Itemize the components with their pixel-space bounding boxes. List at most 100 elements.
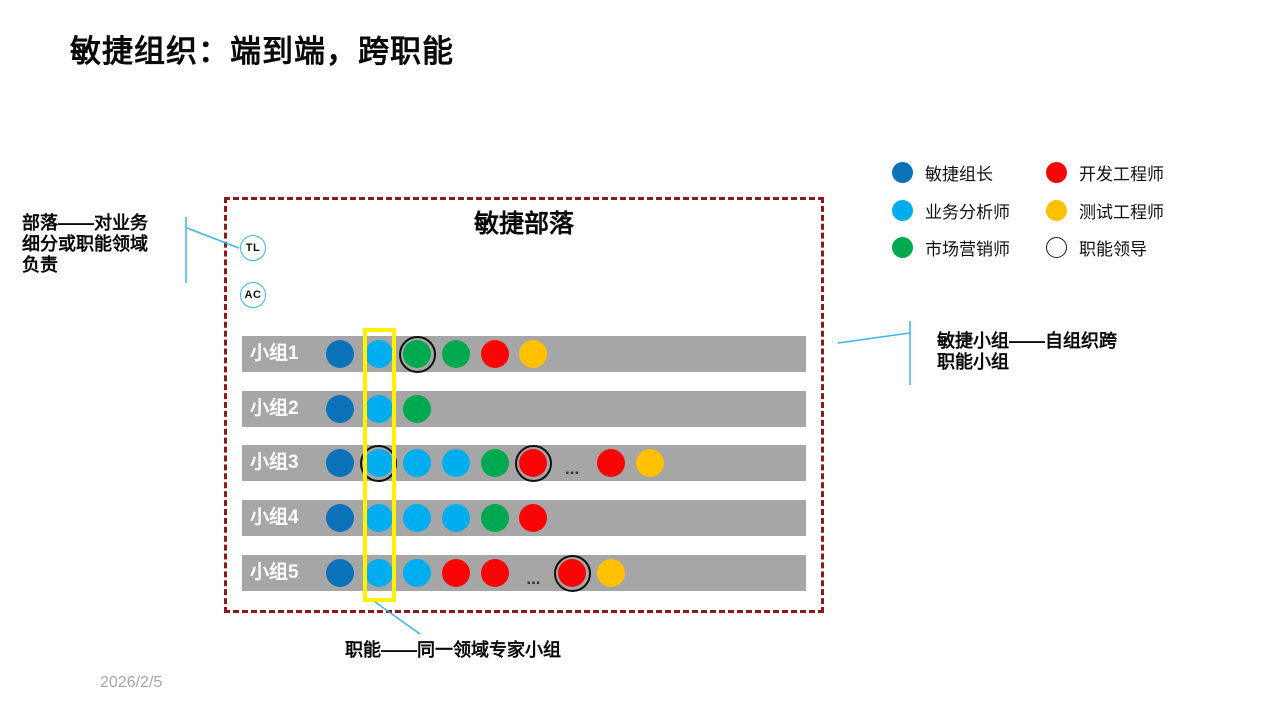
team-bar: 小组2 [242, 391, 806, 427]
agile-lead-dot-icon [326, 559, 354, 587]
functional-leader-ring-icon [398, 335, 436, 373]
business-analyst-dot-icon [403, 559, 432, 587]
team-bar: 小组5... [242, 554, 806, 592]
tester-dot-icon [635, 449, 664, 477]
member-dots: ... [326, 444, 664, 482]
legend-label: 市场营销师 [925, 240, 1010, 260]
member-dot [403, 395, 432, 423]
team-callout-diagonal-line [837, 332, 911, 344]
business-analyst-dot-icon [364, 395, 393, 423]
tribe-note: 部落——对业务 细分或职能领域 负责 [22, 213, 148, 275]
member-dot [519, 340, 548, 368]
member-dot [326, 449, 354, 477]
legend-item: 敏捷组长 [892, 160, 1046, 185]
member-dot [442, 559, 471, 587]
developer-dot-icon [480, 340, 509, 368]
developer-dot-icon [514, 444, 552, 482]
agile-lead-dot-icon [326, 395, 354, 423]
member-dot [326, 340, 354, 368]
team-label: 小组2 [250, 398, 299, 419]
team-note: 敏捷小组——自组织跨 职能小组 [937, 331, 1117, 372]
developer-dot-icon [519, 504, 548, 532]
member-dot [364, 559, 393, 587]
tribe-title: 敏捷部落 [473, 210, 574, 238]
marketing-dot-icon [480, 504, 509, 532]
member-dots [326, 395, 432, 423]
member-dot [596, 559, 625, 587]
ac-badge: AC [240, 282, 266, 308]
developer-dot-icon [442, 559, 471, 587]
developer-dot-icon [553, 554, 591, 592]
tester-dot-icon [596, 559, 625, 587]
member-dots: ... [326, 554, 625, 592]
marketing-dot-icon [892, 237, 913, 259]
member-dot [403, 504, 432, 532]
marketing-dot-icon [398, 335, 436, 373]
member-dot [442, 340, 471, 368]
member-dot [480, 449, 509, 477]
team-label: 小组5 [250, 562, 299, 583]
agile-lead-dot-icon [326, 340, 354, 368]
functional-leader-ring-icon [553, 554, 591, 592]
member-dot [596, 449, 625, 477]
slide-date: 2026/2/5 [100, 674, 163, 691]
member-dot [442, 449, 471, 477]
legend-label: 开发工程师 [1079, 165, 1164, 185]
legend: 敏捷组长 开发工程师业务分析师 测试工程师市场营销师 职能领导 [892, 154, 1246, 267]
functional-leader-ring-icon [360, 444, 398, 482]
legend-item: 职能领导 [1046, 235, 1246, 260]
legend-item: 测试工程师 [1046, 198, 1246, 223]
tester-dot-icon [1046, 199, 1067, 221]
member-dot [364, 504, 393, 532]
legend-item: 开发工程师 [1046, 160, 1246, 185]
member-dot [519, 504, 548, 532]
legend-label: 业务分析师 [925, 202, 1010, 222]
team-label: 小组4 [250, 507, 299, 528]
member-dot [326, 504, 354, 532]
more-members-ellipsis: ... [565, 459, 580, 478]
legend-item: 业务分析师 [892, 198, 1046, 223]
member-dot [326, 559, 354, 587]
team-bar: 小组3... [242, 444, 806, 482]
business-analyst-dot-icon [442, 449, 471, 477]
tester-dot-icon [519, 340, 548, 368]
team-bar: 小组1 [242, 335, 806, 373]
functional-leader-circle-icon [1046, 237, 1067, 259]
legend-label: 敏捷组长 [925, 165, 993, 185]
member-dot [364, 395, 393, 423]
functional-leader-ring-icon [514, 444, 552, 482]
slide-title: 敏捷组织：端到端，跨职能 [70, 34, 454, 69]
developer-dot-icon [480, 559, 509, 587]
agile-lead-dot-icon [892, 162, 913, 184]
developer-dot-icon [596, 449, 625, 477]
member-dot [326, 395, 354, 423]
business-analyst-dot-icon [364, 340, 393, 368]
legend-label: 测试工程师 [1079, 202, 1164, 222]
business-analyst-dot-icon [360, 444, 398, 482]
member-dot [480, 340, 509, 368]
legend-item: 市场营销师 [892, 235, 1046, 260]
marketing-dot-icon [403, 395, 432, 423]
team-label: 小组3 [250, 452, 299, 473]
business-analyst-dot-icon [403, 504, 432, 532]
business-analyst-dot-icon [364, 504, 393, 532]
agile-lead-dot-icon [326, 449, 354, 477]
developer-dot-icon [1046, 162, 1067, 184]
member-dot [403, 449, 432, 477]
member-dot [403, 559, 432, 587]
member-dots [326, 335, 548, 373]
team-bar: 小组4 [242, 500, 806, 536]
member-dot [635, 449, 664, 477]
member-dot [442, 504, 471, 532]
agile-lead-dot-icon [326, 504, 354, 532]
member-dot [364, 340, 393, 368]
marketing-dot-icon [442, 340, 471, 368]
member-dots [326, 504, 548, 532]
business-analyst-dot-icon [403, 449, 432, 477]
marketing-dot-icon [480, 449, 509, 477]
legend-label: 职能领导 [1079, 240, 1147, 260]
member-dot [480, 559, 509, 587]
business-analyst-dot-icon [892, 199, 913, 221]
